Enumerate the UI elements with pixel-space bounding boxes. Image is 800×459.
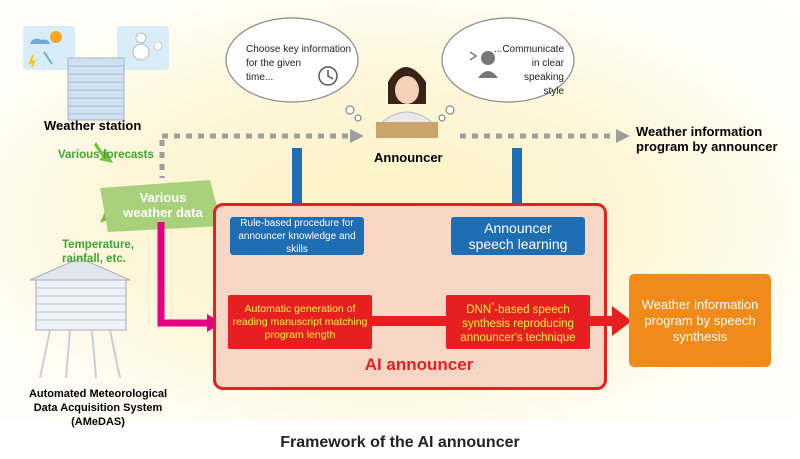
dnn-line1: DNN*-based speech [460, 299, 575, 317]
thought-right-line1: ...Communicate [494, 44, 565, 55]
weather-station-label: Weather station [44, 118, 142, 133]
various-weather-data-shape [100, 180, 222, 232]
dnn-footnote-mark: * [491, 301, 495, 311]
thought-left-text: Choose key information for the given tim… [246, 43, 351, 85]
magenta-arrow [157, 222, 210, 327]
speech-program-line2: program by speech [644, 312, 756, 328]
various-weather-data-line2: weather data [123, 205, 203, 220]
various-weather-data-line1: Various [139, 190, 187, 205]
dnn-synthesis-box: DNN*-based speech synthesis reproducing … [446, 295, 590, 349]
temperature-line1: Temperature, [62, 239, 135, 251]
dnn-line3: announcer's technique [460, 331, 576, 344]
thought-right-line2: in clear speaking [523, 58, 564, 83]
thought-cloud-right [438, 17, 575, 122]
speech-program-line3: synthesis [672, 328, 728, 344]
manuscript-line3: program length [264, 328, 336, 341]
speech-learning-line2: speech learning [468, 236, 568, 252]
ai-announcer-title: AI announcer [364, 355, 474, 374]
dnn-line2: synthesis reproducing [462, 317, 574, 330]
clock-icon [318, 66, 338, 86]
various-weather-data-label: Various weather data [118, 190, 208, 220]
amedas-line2: Data Acquisition System (AMeDAS) [33, 402, 163, 428]
thought-left-line1: Choose key information [246, 44, 352, 55]
speaking-head-icon [469, 51, 498, 78]
thought-left-line3: time... [246, 72, 274, 83]
temperature-line2: rainfall, etc. [62, 253, 126, 265]
announcer-label: Announcer [374, 150, 443, 165]
manuscript-generation-box: Automatic generation of reading manuscri… [228, 295, 372, 349]
figure-caption: Framework of the AI announcer [280, 434, 520, 451]
thought-right-line3: style [543, 86, 564, 97]
rule-box-line1: Rule-based procedure for [240, 217, 354, 229]
weather-program-announcer-line1: Weather information [636, 124, 763, 139]
manuscript-line1: Automatic generation of [244, 302, 356, 315]
amedas-line1: Automated Meteorological [28, 388, 168, 400]
gray-dotted-arrows [159, 133, 616, 178]
dnn-suffix: -based speech [494, 303, 570, 316]
speech-synthesis-program-box: Weather information program by speech sy… [629, 274, 771, 367]
speech-program-line1: Weather information [641, 296, 759, 312]
rule-box-line2: announcer knowledge and skills [238, 230, 356, 255]
weather-program-announcer-line2: program by announcer [636, 139, 778, 154]
various-forecasts-label: Various forecasts [58, 149, 154, 161]
speech-learning-box: Announcer speech learning [451, 217, 585, 255]
weather-station-equipment-icon [67, 57, 125, 121]
amedas-shelter-icon [29, 257, 131, 379]
amedas-label: Automated Meteorological Data Acquisitio… [8, 387, 188, 429]
announcer-figure [376, 67, 438, 138]
thought-right-text: ...Communicate in clear speaking style [494, 43, 564, 99]
thought-left-line2: for the given [246, 58, 302, 69]
speech-learning-line1: Announcer [484, 220, 552, 236]
dnn-prefix: DNN [466, 303, 492, 316]
temperature-label: Temperature, rainfall, etc. [62, 238, 134, 266]
thought-cloud-left [225, 17, 362, 122]
weather-program-announcer-label: Weather information program by announcer [636, 124, 778, 154]
weather-icon-panel [23, 26, 169, 121]
rule-based-procedure-box: Rule-based procedure for announcer knowl… [230, 217, 364, 255]
manuscript-line2: reading manuscript matching [232, 315, 368, 328]
